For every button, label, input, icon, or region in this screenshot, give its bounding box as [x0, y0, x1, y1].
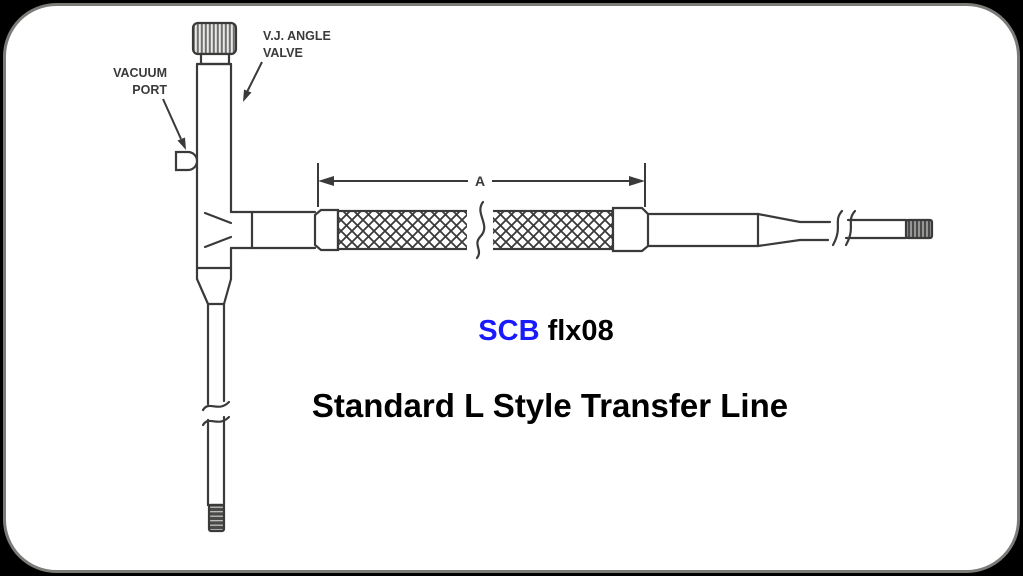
dip-tube [201, 302, 231, 507]
valve-label-line2: VALVE [263, 46, 303, 60]
dimension-label: A [475, 173, 485, 189]
outlet-taper [756, 212, 802, 224]
dimension-a [317, 163, 646, 207]
valve-callout: V.J. ANGLE VALVE [243, 29, 331, 102]
vacuum-port-callout: VACUUM PORT [113, 66, 186, 150]
part-number: SCB flx08 [478, 315, 613, 347]
valve-body [195, 62, 233, 306]
panel [3, 3, 1020, 573]
vacuum-port-label-line2: PORT [132, 83, 167, 97]
junction-taper-top [203, 211, 233, 225]
valve-leader-line [246, 61, 263, 93]
vacuum-port-stub [174, 150, 199, 172]
junction-taper-bottom [203, 235, 233, 249]
transfer-line-drawing [174, 21, 934, 533]
vacuum-port-arrowhead-icon [177, 137, 186, 150]
valve-arrowhead-icon [243, 89, 252, 102]
outlet-tube [646, 209, 908, 248]
vacuum-port-leader-line [162, 98, 182, 140]
diagram-title: Standard L Style Transfer Line [312, 387, 788, 424]
valve-knob [191, 21, 238, 56]
part-number-suffix: flx08 [548, 315, 614, 347]
hose-break [467, 200, 493, 260]
tube-break-bottom [201, 400, 231, 412]
tube-break-bottom [201, 415, 231, 427]
hose-ferrule-right [611, 206, 650, 253]
tube-break-right [844, 209, 857, 247]
valve-label-line1: V.J. ANGLE [263, 29, 331, 43]
valve-neck [199, 52, 231, 66]
horizontal-tube [229, 210, 317, 250]
threaded-tip-bottom [207, 503, 226, 533]
threaded-tip-right [904, 218, 934, 240]
part-number-prefix: SCB [478, 315, 539, 347]
tube-break-right [831, 209, 844, 247]
vacuum-port-label-line1: VACUUM [113, 66, 167, 80]
arrowhead-left-icon [318, 176, 334, 186]
outlet-taper [756, 238, 802, 248]
hose-ferrule-left [313, 208, 340, 252]
arrowhead-right-icon [629, 176, 645, 186]
